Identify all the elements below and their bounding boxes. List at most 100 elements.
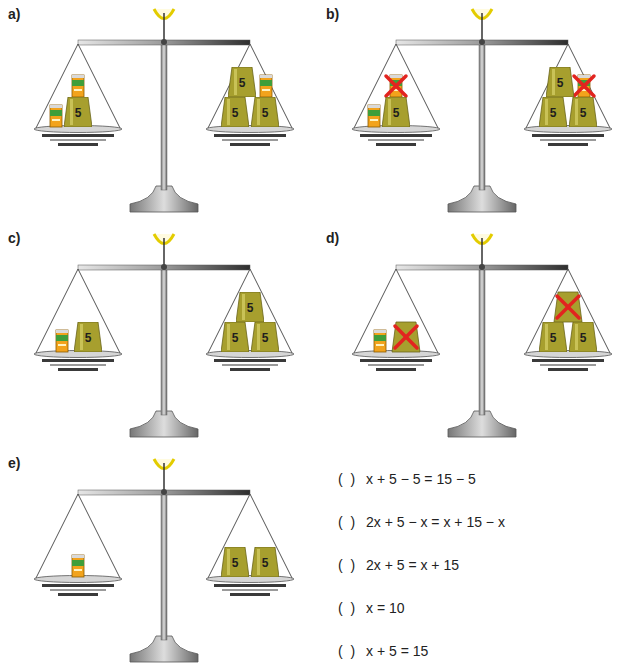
weight-number: 5 — [236, 292, 264, 324]
can-body — [374, 330, 386, 352]
scale-needle — [481, 13, 483, 42]
scale-needle — [481, 238, 483, 267]
weight-number: 5 — [251, 97, 279, 129]
panel-letter: c) — [8, 229, 20, 247]
weight-cup: 5 — [569, 97, 597, 127]
scale-pillar — [161, 492, 167, 640]
weight-cup: 5 — [251, 97, 279, 127]
pan-string — [208, 494, 292, 578]
weight-number: 5 — [228, 67, 256, 99]
balance-scale — [352, 9, 612, 212]
weight-cup: 5 — [539, 322, 567, 352]
can-stripe — [74, 569, 82, 571]
weight-cup: 5 — [228, 67, 256, 97]
weight-number: 5 — [382, 97, 410, 129]
cup-highlight — [388, 99, 391, 125]
cross-mark — [395, 326, 417, 348]
weight-cup: 5 — [251, 547, 279, 577]
equation: x + 5 = 15 — [366, 642, 428, 660]
cross-mark — [386, 76, 406, 96]
pan-string — [354, 44, 438, 128]
equation: 2x + 5 − x = x + 15 − x — [366, 513, 505, 531]
cup-highlight — [257, 99, 260, 125]
cup-highlight — [227, 549, 230, 575]
cup-highlight — [575, 324, 578, 350]
cup-highlight — [227, 99, 230, 125]
cup-body — [392, 322, 420, 352]
can-label — [72, 80, 84, 86]
weight-number: 5 — [251, 322, 279, 354]
pan-stripe — [42, 359, 114, 362]
pan-stripe — [532, 134, 604, 137]
scale-needle — [163, 13, 165, 42]
balance-scale — [34, 9, 294, 212]
pan-string — [208, 269, 292, 353]
weight-number: 5 — [221, 97, 249, 129]
scale-pivot — [161, 489, 167, 495]
can-label — [50, 110, 62, 116]
weight-cup: 5 — [74, 322, 102, 352]
cup-body — [554, 292, 582, 322]
panel-letter: e) — [8, 454, 20, 472]
weight-cup: 5 — [569, 322, 597, 352]
panel-letter: b) — [326, 5, 339, 23]
cup-highlight — [80, 324, 83, 350]
weight-cup: 5 — [382, 97, 410, 127]
pan-stripe — [50, 364, 106, 366]
can-top — [374, 330, 386, 333]
can-body — [72, 555, 84, 577]
can-top — [56, 330, 68, 333]
answer-box: ( ) — [338, 642, 355, 660]
scale-beam — [78, 265, 250, 270]
weight-cup: 5 — [221, 547, 249, 577]
equation: 2x + 5 = x + 15 — [366, 556, 459, 574]
cup-highlight — [70, 99, 73, 125]
pan-stripe — [214, 359, 286, 362]
scale-beam — [396, 265, 568, 270]
cross-mark — [395, 326, 417, 348]
pan-stripe — [360, 359, 432, 362]
pan — [206, 351, 294, 358]
can-body — [56, 330, 68, 352]
pan-stripe — [42, 584, 114, 587]
cup-highlight — [257, 549, 260, 575]
pan-stripe — [368, 364, 424, 366]
cup-highlight — [552, 69, 555, 95]
cross-mark — [574, 76, 594, 96]
answer-box: ( ) — [338, 470, 355, 488]
pan-stripe — [368, 139, 424, 141]
can-x — [72, 75, 84, 97]
weight-number: 5 — [539, 322, 567, 354]
can-top — [50, 105, 62, 108]
pan-stripe — [222, 364, 278, 366]
answer-box: ( ) — [338, 599, 355, 617]
weight-cup: 5 — [221, 97, 249, 127]
pan-stripe — [540, 139, 596, 141]
weight-number: 5 — [64, 97, 92, 129]
scale-needle — [163, 463, 165, 492]
scale-pivot — [161, 39, 167, 45]
can-x — [50, 105, 62, 127]
pan-stripe — [58, 368, 98, 371]
scale-beam — [78, 40, 250, 45]
pan-stripe — [214, 584, 286, 587]
pan-string — [526, 44, 610, 128]
cup-highlight — [227, 324, 230, 350]
can-body — [260, 75, 272, 97]
can-x — [368, 105, 380, 127]
can-x — [72, 555, 84, 577]
weight-number: 5 — [546, 67, 574, 99]
can-label — [368, 110, 380, 116]
scale-pillar — [479, 42, 485, 190]
scale-pivot — [479, 39, 485, 45]
pan-stripe — [540, 364, 596, 366]
pan-stripe — [548, 368, 588, 371]
pan-stripe — [230, 593, 270, 596]
pan-stripe — [230, 143, 270, 146]
can-body — [50, 105, 62, 127]
pan-stripe — [360, 134, 432, 137]
pan-stripe — [50, 139, 106, 141]
weight-number: 5 — [251, 547, 279, 579]
can-label — [72, 560, 84, 566]
pan-stripe — [58, 593, 98, 596]
